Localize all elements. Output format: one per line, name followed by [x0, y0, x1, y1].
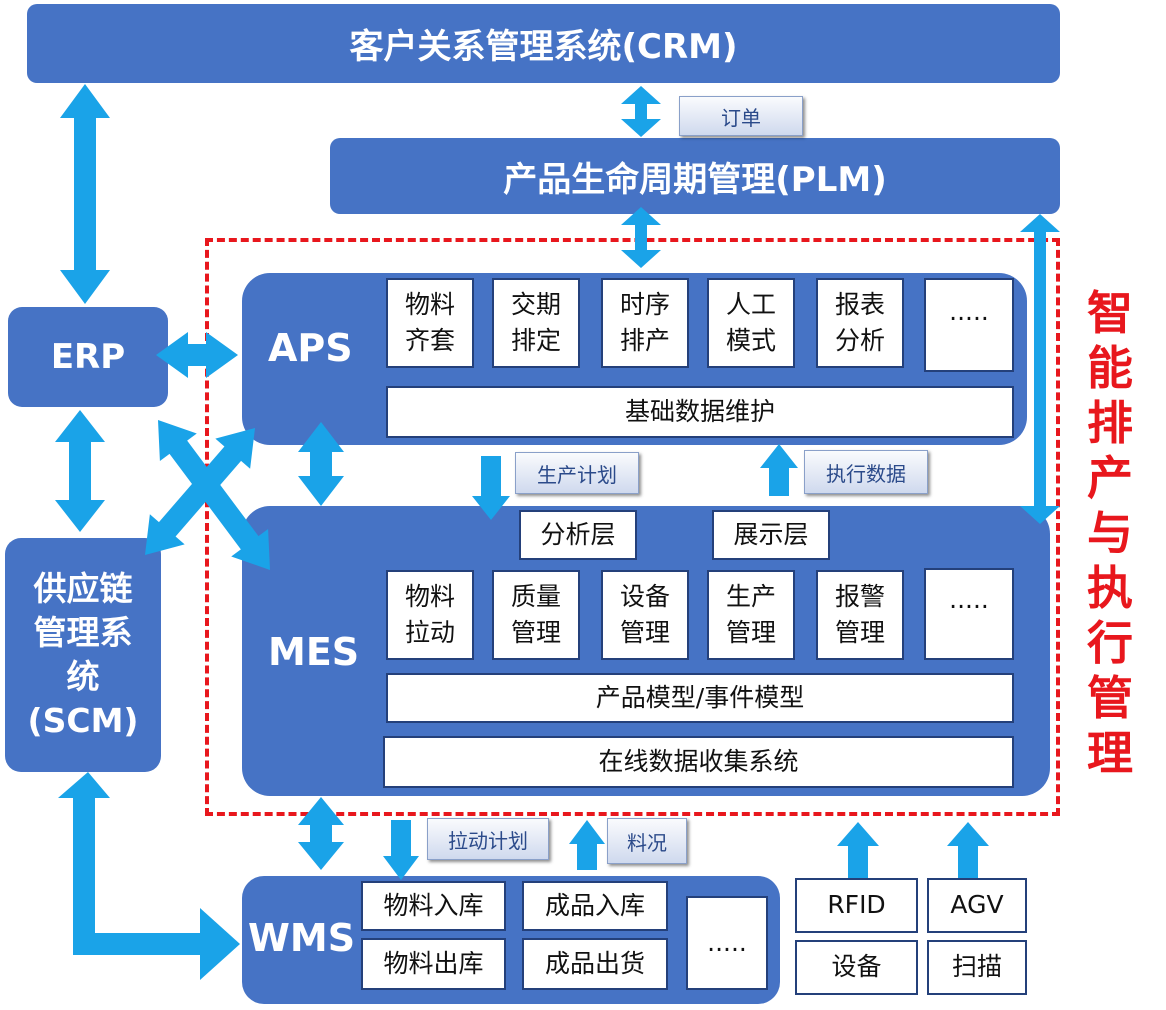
wms-product-inbound[interactable]: 成品入库	[522, 881, 668, 931]
tag-production-plan: 生产计划	[515, 452, 639, 494]
device-agv[interactable]: AGV	[927, 878, 1027, 933]
mes-online-data-collection[interactable]: 在线数据收集系统	[383, 736, 1014, 788]
mes-module-alarm[interactable]: 报警管理	[816, 570, 904, 660]
arrow-agv-up	[947, 822, 989, 878]
mes-title: MES	[268, 630, 360, 674]
arrow-pull-plan	[383, 820, 419, 880]
arrow-plm-aps	[621, 207, 661, 268]
scm-label-line-4: (SCM)	[27, 701, 139, 740]
mes-module-production[interactable]: 生产管理	[707, 570, 795, 660]
mes-module-quality[interactable]: 质量管理	[492, 570, 580, 660]
tag-execution-data: 执行数据	[804, 450, 928, 494]
arrow-mes-wms	[298, 797, 344, 870]
device-equipment[interactable]: 设备	[795, 940, 918, 995]
arrow-rfid-up	[837, 822, 879, 878]
aps-module-manual-mode[interactable]: 人工模式	[707, 278, 795, 368]
scm-label-line-3: 统	[66, 657, 100, 696]
arrow-scm-aps-cross	[145, 427, 255, 555]
wms-title: WMS	[248, 916, 356, 960]
mes-product-event-model[interactable]: 产品模型/事件模型	[386, 673, 1014, 723]
aps-module-material-kitting[interactable]: 物料齐套	[386, 278, 474, 368]
mes-module-material-pull[interactable]: 物料拉动	[386, 570, 474, 660]
plm-label: 产品生命周期管理(PLM)	[503, 159, 887, 200]
crm-system[interactable]: 客户关系管理系统(CRM)	[27, 4, 1060, 83]
mes-module-more[interactable]: .....	[924, 568, 1014, 660]
arrow-material-status	[569, 820, 605, 870]
wms-more[interactable]: .....	[686, 896, 768, 990]
aps-title: APS	[268, 326, 353, 370]
aps-module-due-date[interactable]: 交期排定	[492, 278, 580, 368]
device-scanner[interactable]: 扫描	[927, 940, 1027, 995]
arrow-crm-erp	[60, 84, 110, 304]
mes-analysis-layer[interactable]: 分析层	[519, 510, 637, 560]
wms-product-shipping[interactable]: 成品出货	[522, 938, 668, 990]
arrow-erp-scm	[55, 410, 105, 532]
arrow-aps-mes	[298, 422, 344, 506]
arrow-erp-mes-cross	[158, 420, 270, 570]
aps-module-more[interactable]: .....	[924, 278, 1014, 372]
side-label-intelligent-scheduling: 智能排 产与执 行管理	[1087, 286, 1133, 780]
arrow-scm-wms	[58, 772, 240, 980]
scm-label-line-1: 供应链	[33, 569, 133, 608]
arrow-plm-mes-right	[1020, 214, 1060, 524]
scm-system[interactable]: 供应链 管理系 统 (SCM)	[5, 538, 161, 772]
arrow-crm-plm	[621, 86, 661, 137]
tag-material-status: 料况	[607, 818, 687, 864]
tag-order: 订单	[679, 96, 803, 136]
arrow-erp-aps	[156, 332, 238, 378]
mes-presentation-layer[interactable]: 展示层	[712, 510, 830, 560]
wms-material-outbound[interactable]: 物料出库	[361, 938, 506, 990]
tag-pull-plan: 拉动计划	[427, 818, 549, 860]
device-rfid[interactable]: RFID	[795, 878, 918, 933]
wms-material-inbound[interactable]: 物料入库	[361, 881, 506, 931]
intelligent-scheduling-boundary	[205, 238, 1060, 816]
aps-base-data[interactable]: 基础数据维护	[386, 386, 1014, 438]
arrow-production-plan	[472, 456, 510, 520]
mes-module-equipment[interactable]: 设备管理	[601, 570, 689, 660]
arrow-execution-data	[760, 444, 798, 496]
erp-system[interactable]: ERP	[8, 307, 168, 407]
aps-module-sequencing[interactable]: 时序排产	[601, 278, 689, 368]
crm-label: 客户关系管理系统(CRM)	[349, 27, 738, 67]
erp-label: ERP	[50, 337, 126, 377]
plm-system[interactable]: 产品生命周期管理(PLM)	[330, 138, 1060, 214]
scm-label-line-2: 管理系	[33, 613, 133, 652]
aps-module-report-analysis[interactable]: 报表分析	[816, 278, 904, 368]
